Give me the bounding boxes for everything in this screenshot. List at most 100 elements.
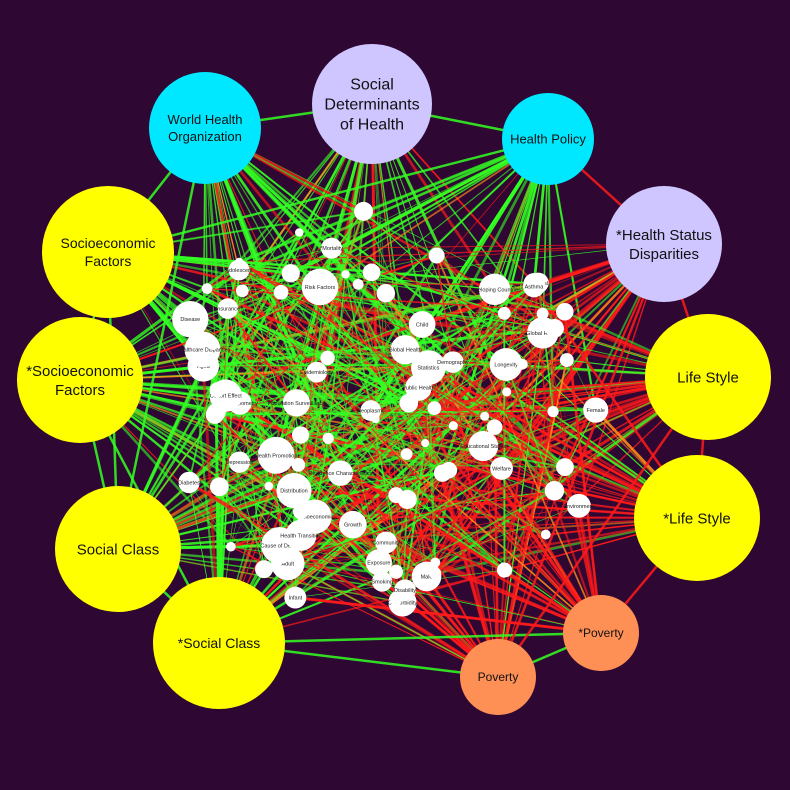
node-urban	[540, 529, 551, 540]
node-distrib: Distribution	[276, 473, 312, 509]
edge-inner	[297, 271, 373, 466]
node-gender	[201, 283, 213, 294]
edge-pov2	[287, 562, 602, 634]
node-circle	[545, 318, 564, 338]
node-qual	[486, 419, 503, 435]
hub-label: of Health	[340, 117, 404, 134]
node-cancer	[281, 264, 300, 283]
node-circle	[428, 247, 445, 264]
edge-pov1	[287, 562, 499, 678]
node-employ	[517, 358, 528, 370]
node-env: Environment	[563, 493, 595, 518]
edge-inner	[206, 272, 291, 289]
edge-inner	[300, 409, 596, 513]
node-circle	[352, 278, 364, 290]
node-circle	[523, 275, 545, 298]
node-circle	[468, 431, 499, 462]
node-circle	[390, 335, 420, 365]
node-label: Male	[421, 574, 433, 580]
node-circle	[399, 393, 419, 413]
node-vuln	[496, 562, 513, 578]
node-circle	[228, 259, 250, 281]
node-circle	[411, 350, 446, 385]
node-circle	[556, 302, 574, 321]
edge-pov2	[275, 454, 602, 635]
edge-inner	[319, 286, 380, 563]
node-circle	[301, 268, 339, 306]
node-label: Child	[416, 323, 429, 329]
edge-inner	[227, 307, 298, 404]
edge-inner	[202, 286, 321, 351]
node-circle	[217, 298, 239, 319]
hub-ls1: Life Style	[645, 314, 771, 440]
edge-hsd	[239, 243, 665, 263]
node-label: Risk Factors	[305, 285, 336, 291]
node-circle	[205, 405, 224, 424]
node-circle	[517, 358, 528, 370]
edge-hub-sef1-hp	[107, 137, 549, 254]
node-circle	[178, 471, 200, 494]
node-primary	[399, 393, 419, 413]
node-circle	[206, 338, 219, 351]
edge-sc1	[117, 358, 568, 551]
hub-label: Disparities	[629, 246, 699, 263]
edge-inner	[452, 283, 535, 363]
node-circle	[209, 477, 229, 497]
hub-circle	[312, 44, 432, 164]
node-circle	[536, 307, 549, 320]
edge-pov2	[295, 596, 602, 635]
hub-label: Social Class	[77, 541, 160, 558]
node-circle	[273, 284, 289, 300]
edge-inner	[212, 343, 523, 366]
edge-inner	[216, 411, 485, 417]
hub-sc2: *Social Class	[153, 577, 285, 709]
hub-label: Life Style	[677, 369, 739, 386]
node-migrants	[427, 401, 442, 415]
node-circle	[320, 350, 335, 366]
edge-inner	[545, 328, 555, 535]
edge-hub-who-sc1	[116, 127, 207, 550]
node-label: Distribution	[280, 489, 308, 495]
node-circle	[201, 283, 213, 294]
node-circle	[339, 510, 367, 539]
node-adolescent: Adolescent	[225, 259, 253, 281]
node-commun: Community	[372, 531, 400, 554]
node-causality	[480, 411, 490, 421]
hub-circle	[460, 639, 536, 715]
edge-inner	[395, 442, 426, 496]
node-circle	[365, 549, 392, 576]
node-circle	[397, 489, 417, 510]
node-inequal	[440, 461, 458, 479]
edge-inner	[188, 482, 232, 547]
node-circle	[440, 461, 458, 479]
edge-inner	[227, 307, 410, 404]
edge-pov2	[216, 388, 602, 635]
hub-label: Factors	[85, 253, 132, 269]
edge-sc2	[217, 254, 438, 644]
node-tb	[292, 504, 308, 520]
node-burden	[362, 263, 381, 282]
node-label: Health Transition	[280, 533, 321, 539]
node-exposure: Exposure	[365, 549, 392, 576]
node-label: Environment	[563, 504, 594, 510]
node-sex	[341, 270, 350, 279]
node-label: Comorbidity	[388, 600, 418, 606]
node-label: Developing Countries	[468, 287, 521, 293]
node-insur: Insurance	[216, 298, 240, 319]
hub-pov1: Poverty	[460, 639, 536, 715]
hub-label: *Life Style	[663, 510, 731, 527]
edge-hsd	[395, 243, 665, 601]
node-child: Child	[408, 311, 436, 338]
edge-inner	[404, 442, 427, 591]
node-residence: Residence Characteristics	[308, 460, 373, 486]
node-hstat	[206, 338, 219, 351]
node-housing	[291, 426, 310, 444]
node-circle	[448, 421, 458, 431]
node-circle	[172, 301, 209, 338]
hub-label: Poverty	[478, 670, 519, 684]
node-label: Global Health	[526, 331, 559, 337]
node-circle	[429, 567, 442, 580]
